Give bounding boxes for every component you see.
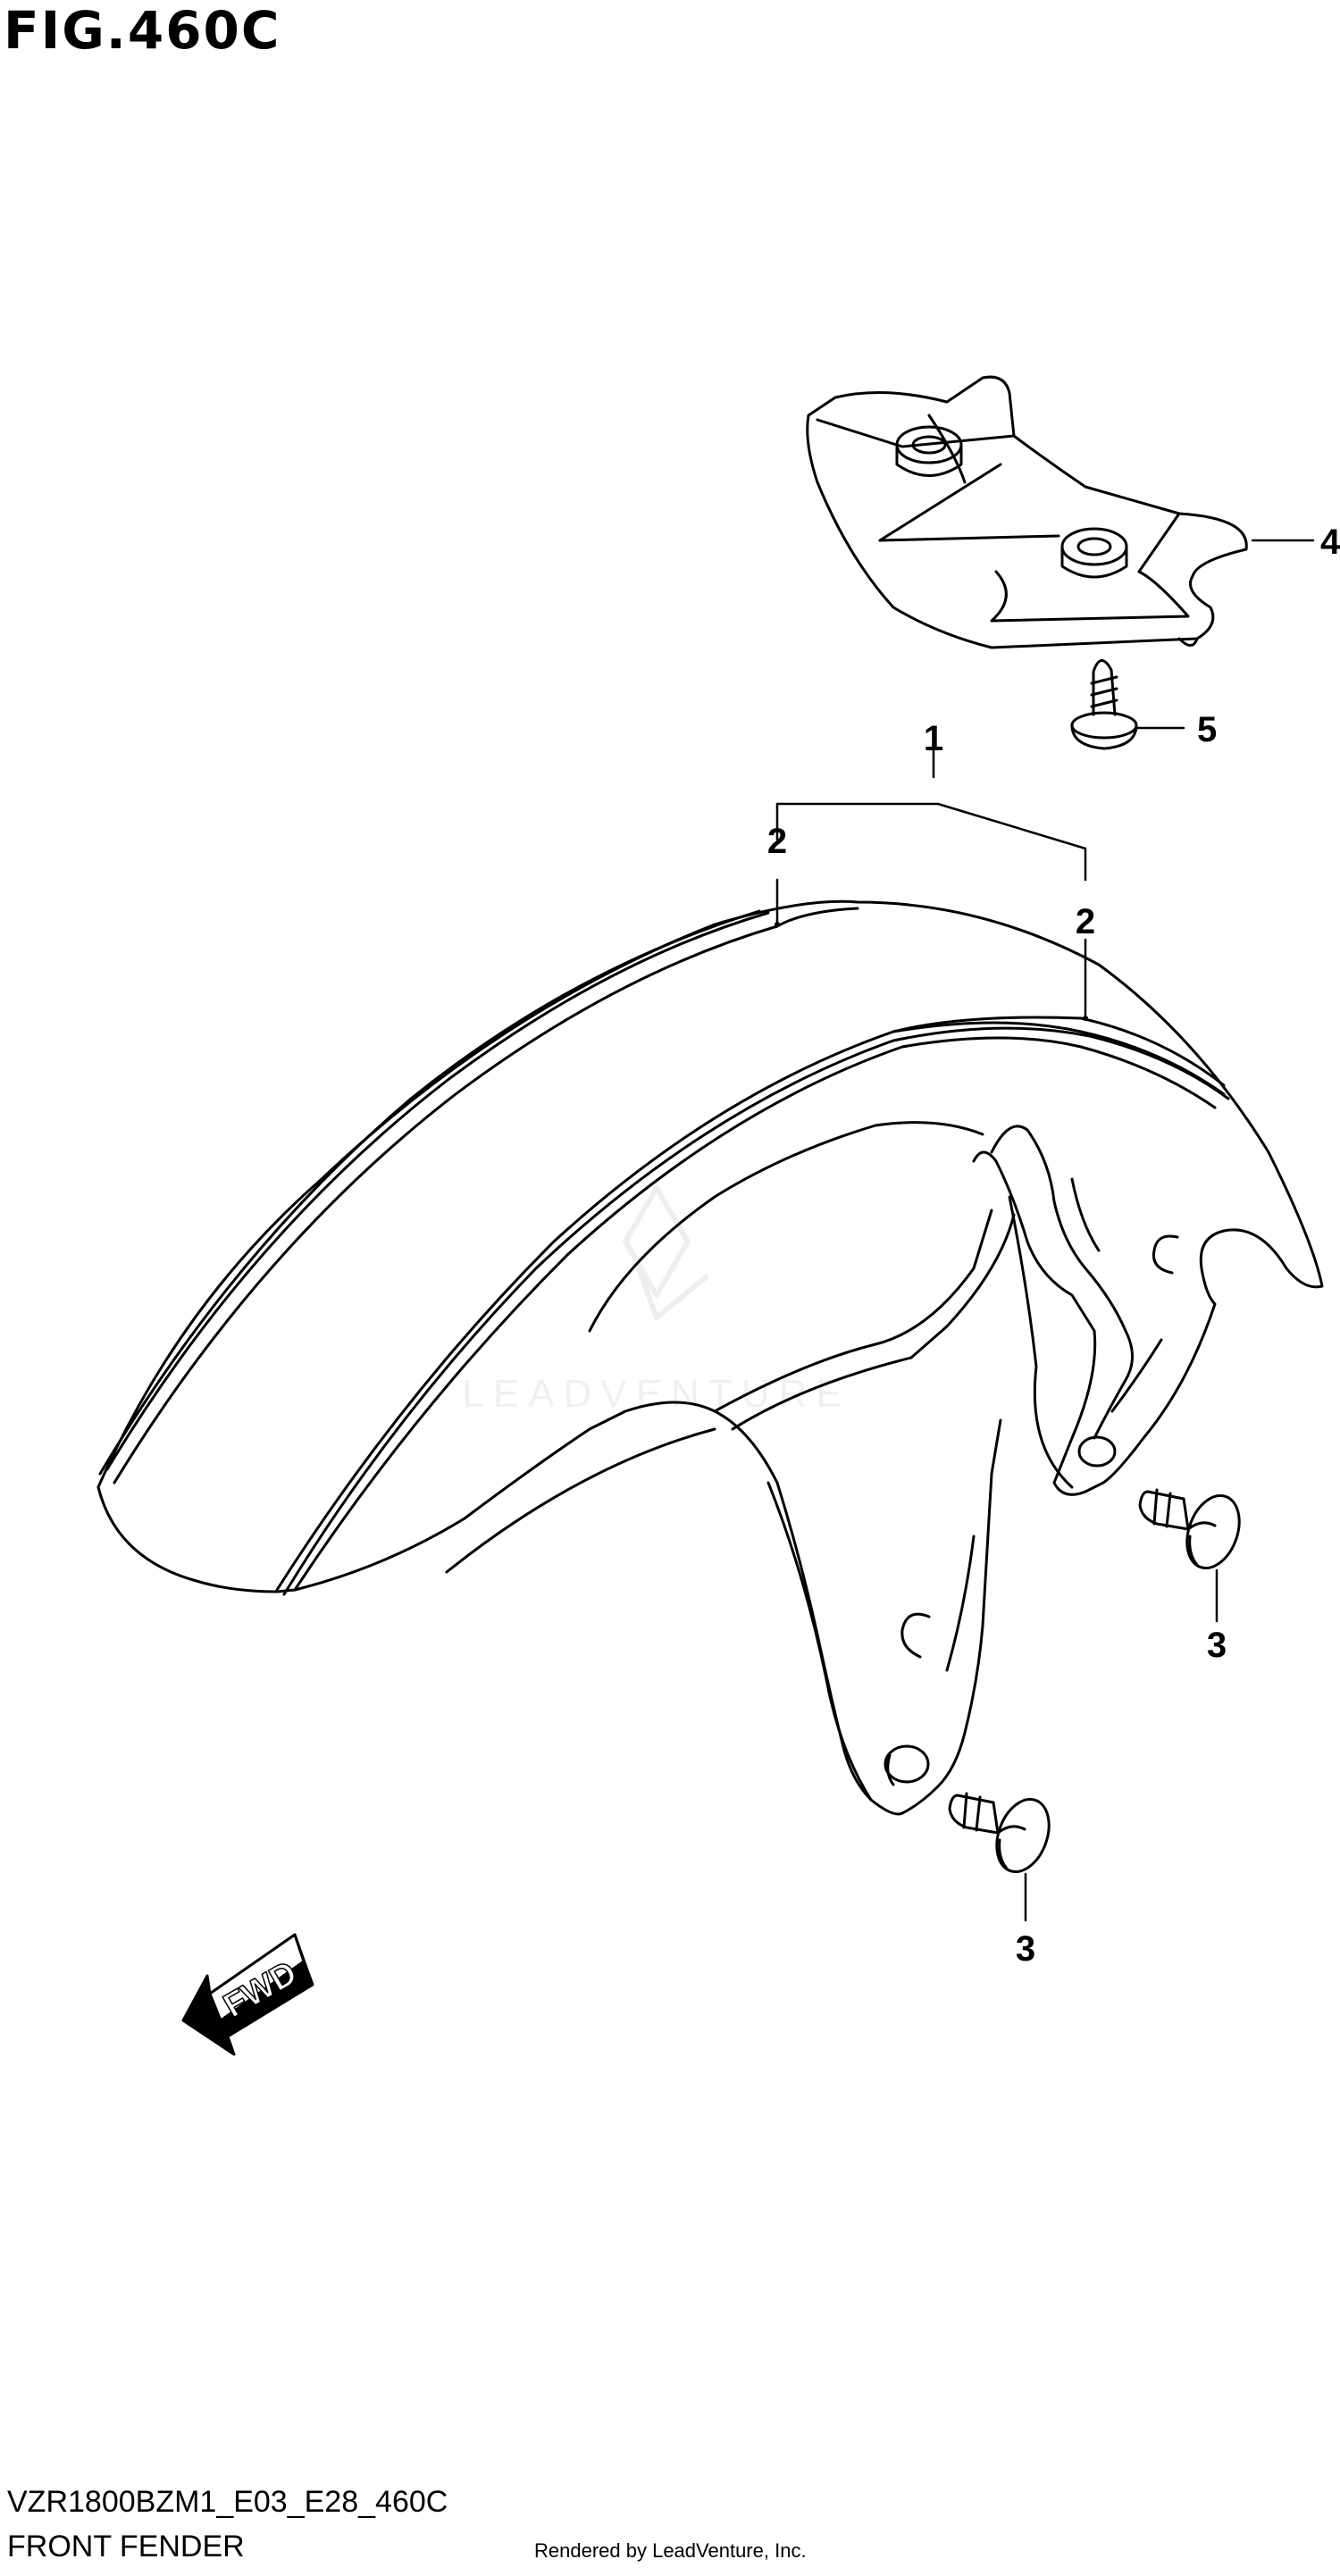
fender-bracket-part-4 [806, 375, 1248, 649]
callout-1: 1 [924, 719, 943, 758]
callout-5: 5 [1197, 710, 1217, 749]
figure-title: FIG.460C [4, 0, 281, 61]
bracket-nut-upper [895, 425, 963, 477]
callout-2-left: 2 [767, 822, 787, 861]
callout-3-lower: 3 [1016, 1929, 1035, 1969]
section-name: FRONT FENDER [7, 2530, 245, 2563]
leader-lines [775, 539, 1315, 1922]
bracket-nut-lower [1060, 527, 1128, 579]
callout-4: 4 [1320, 523, 1340, 562]
diagram-code: VZR1800BZM1_E03_E28_460C [7, 2485, 448, 2519]
bolt-part-3-right [1138, 1488, 1241, 1570]
watermark-text: LEADVENTURE [462, 1372, 850, 1416]
render-credit: Rendered by LeadVenture, Inc. [534, 2539, 807, 2562]
front-fender-part-1 [96, 899, 1324, 1816]
bolt-part-3-lower [948, 1792, 1051, 1874]
callout-3-right: 3 [1207, 1626, 1227, 1665]
tapping-screw-part-5 [1070, 659, 1138, 750]
fwd-arrow-icon: FWD [181, 1933, 314, 2056]
callout-2-right: 2 [1076, 902, 1095, 941]
